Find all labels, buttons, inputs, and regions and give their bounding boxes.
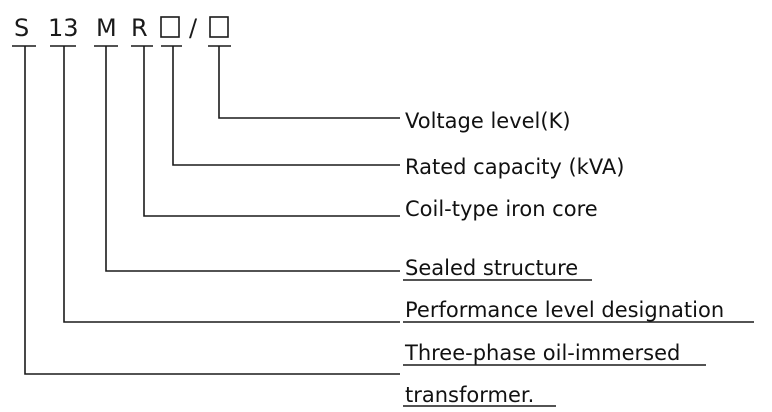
desc-rated-capacity: Rated capacity (kVA) [405,155,624,179]
desc-coil-core: Coil-type iron core [405,197,598,221]
code-13: 13 [48,14,79,42]
desc-voltage-level: Voltage level(K) [405,109,571,133]
leader-voltage [218,46,400,119]
desc-three-phase: Three-phase oil-immersed [404,341,680,365]
leader-capacity [172,46,400,166]
code-s: S [14,14,29,42]
code-m: M [96,14,117,42]
leader-phase [24,46,400,375]
desc-transformer: transformer. [405,383,534,407]
desc-performance-level: Performance level designation [405,298,724,322]
leader-performance [63,46,400,323]
leader-core [143,46,400,217]
code-r: R [131,14,148,42]
voltage-placeholder-box [209,16,229,38]
code-slash: / [189,14,198,42]
desc-sealed-structure: Sealed structure [405,256,578,280]
leader-sealed [105,46,400,272]
capacity-placeholder-box [160,16,180,38]
